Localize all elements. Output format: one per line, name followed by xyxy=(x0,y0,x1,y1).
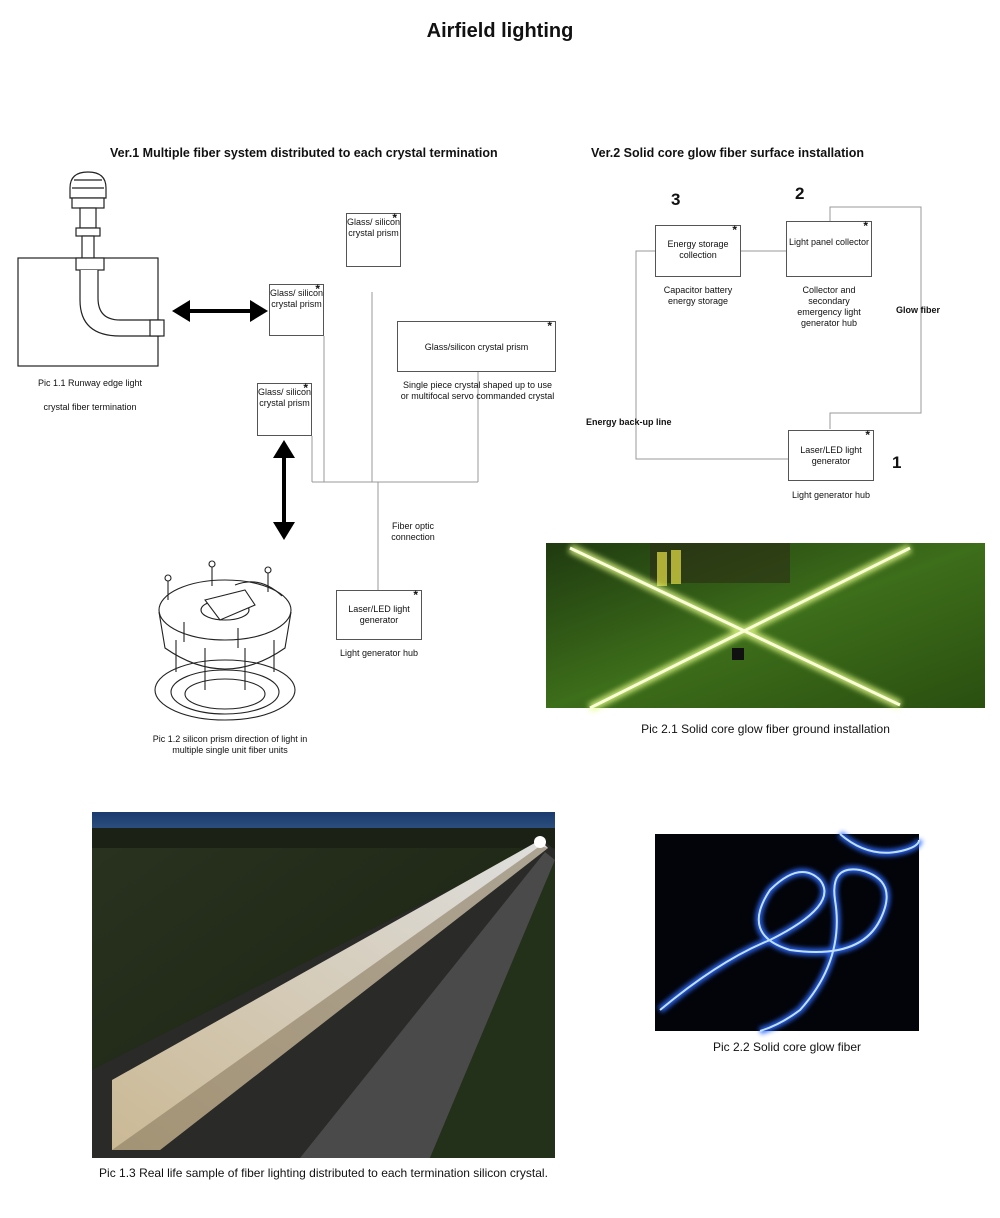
arrow-down-head xyxy=(273,522,295,540)
pic12-caption: Pic 1.2 silicon prism direction of light… xyxy=(152,734,308,755)
star-marker: * xyxy=(315,282,320,296)
ver2-heading: Ver.2 Solid core glow fiber surface inst… xyxy=(591,146,864,160)
light-panel-label: Light panel collector xyxy=(788,237,870,247)
arrow-right-head xyxy=(250,300,268,322)
energy-storage-caption: Capacitor battery energy storage xyxy=(663,285,733,306)
ver1-heading: Ver.1 Multiple fiber system distributed … xyxy=(110,146,498,160)
glow-fiber-label: Glow fiber xyxy=(896,305,941,315)
arrow-left-head xyxy=(172,300,190,322)
star-marker: * xyxy=(732,223,737,237)
light-panel-box: * Light panel collector xyxy=(786,219,872,277)
fiber-optic-label: Fiber optic connection xyxy=(391,521,435,542)
ver1-generator-caption: Light generator hub xyxy=(339,648,419,658)
light-panel-caption: Collector and secondary emergency light … xyxy=(797,285,861,328)
energy-backup-label: Energy back-up line xyxy=(586,417,672,427)
energy-storage-box: * Energy storage collection xyxy=(655,223,741,277)
pic11-caption-line2: crystal fiber termination xyxy=(43,402,137,412)
prism-box-mid-label: Glass/ silicon crystal prism xyxy=(270,288,324,309)
star-marker: * xyxy=(865,428,870,442)
star-marker: * xyxy=(863,219,868,233)
star-marker: * xyxy=(547,319,552,333)
pic22-caption: Pic 2.2 Solid core glow fiber xyxy=(712,1040,862,1054)
prism-box-wide-label: Glass/silicon crystal prism xyxy=(424,342,529,352)
ver2-generator-box: * Laser/LED light generator xyxy=(788,428,874,481)
star-marker: * xyxy=(303,381,308,395)
step-number-2: 2 xyxy=(795,184,805,203)
energy-storage-label: Energy storage collection xyxy=(667,239,729,260)
ver1-generator-label: Laser/LED light generator xyxy=(348,604,410,625)
ver2-generator-caption: Light generator hub xyxy=(791,490,871,500)
ver2-generator-label: Laser/LED light generator xyxy=(800,445,862,466)
pic11-caption-line1: Pic 1.1 Runway edge light xyxy=(37,378,143,388)
prism-wide-caption: Single piece crystal shaped up to use or… xyxy=(400,380,555,401)
ver1-generator-box: * Laser/LED light generator xyxy=(336,588,422,640)
arrow-up-head xyxy=(273,440,295,458)
prism-box-low-label: Glass/ silicon crystal prism xyxy=(258,387,312,408)
page-title: Airfield lighting xyxy=(426,20,574,42)
prism-box-mid: * Glass/ silicon crystal prism xyxy=(269,282,324,336)
prism-box-wide: * Glass/silicon crystal prism xyxy=(397,319,556,372)
prism-box-low: * Glass/ silicon crystal prism xyxy=(257,381,312,436)
step-number-1: 1 xyxy=(892,453,902,472)
prism-box-top: * Glass/ silicon crystal prism xyxy=(346,211,401,267)
star-marker: * xyxy=(413,588,418,602)
prism-box-top-label: Glass/ silicon crystal prism xyxy=(347,217,401,238)
pic21-caption: Pic 2.1 Solid core glow fiber ground ins… xyxy=(641,722,890,736)
pic13-caption: Pic 1.3 Real life sample of fiber lighti… xyxy=(99,1166,548,1180)
step-number-3: 3 xyxy=(671,190,681,209)
star-marker: * xyxy=(392,211,397,225)
